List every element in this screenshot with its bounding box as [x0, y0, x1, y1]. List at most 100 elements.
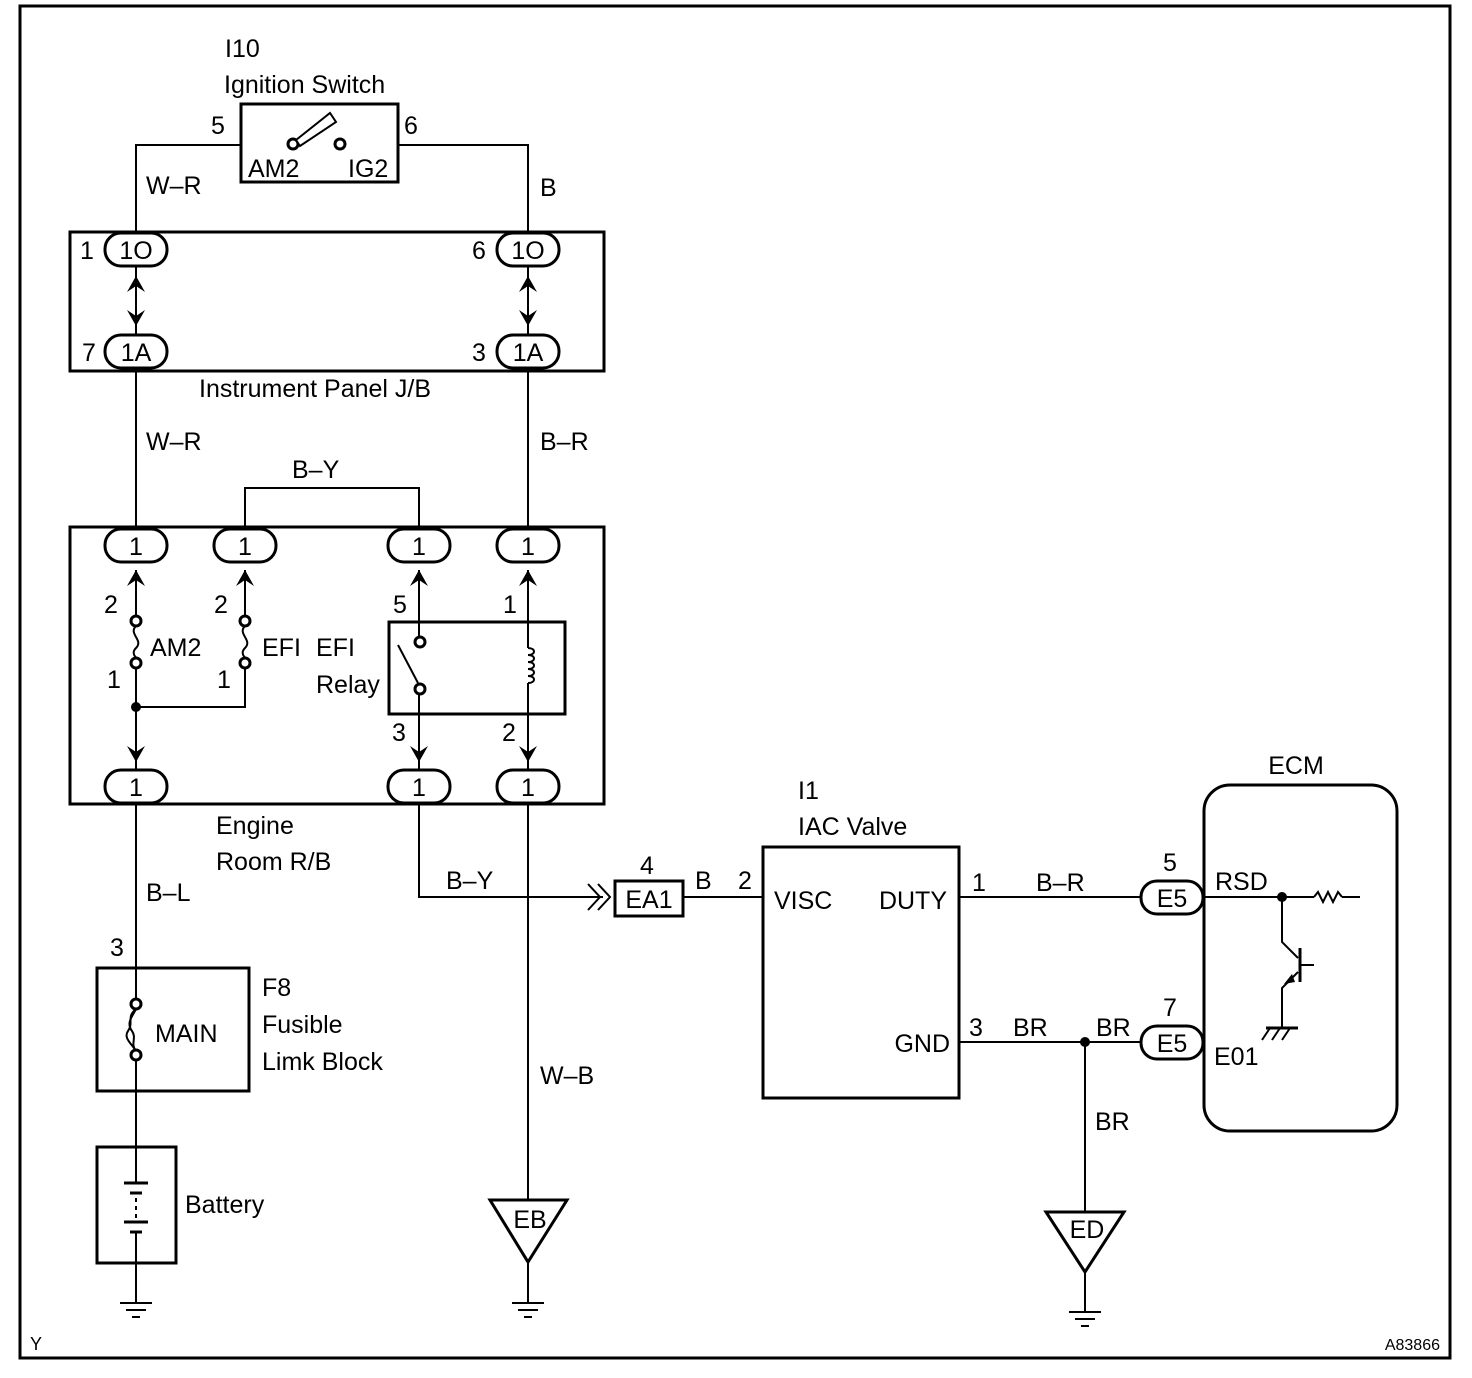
arrow-up-icon: [519, 276, 537, 292]
iac-term-visc: VISC: [774, 887, 832, 915]
ignition-switch-code: I10: [225, 35, 260, 63]
rb-connector-top-1: [103, 527, 169, 564]
connector-chevron-icon: [597, 883, 612, 911]
wire-label-ea1-to-iac: B: [695, 867, 712, 895]
fuse-terminal: [129, 656, 143, 670]
am2-pin-top: 2: [104, 591, 118, 619]
ground-point-eb-icon: [487, 1198, 570, 1265]
main-fusible-link-icon: [125, 1008, 137, 1052]
ignition-pin-5: 5: [211, 112, 225, 140]
ecm-connector-code: E5: [1157, 885, 1188, 913]
iac-pin-duty: 1: [972, 869, 986, 897]
iac-pin-gnd: 3: [969, 1014, 983, 1042]
arrow-up-icon: [127, 276, 145, 292]
ea1-label: EA1: [625, 886, 672, 914]
ground-eb-label: EB: [513, 1206, 546, 1234]
diagram-frame: [18, 4, 1452, 1360]
rb-connector-code: 1: [238, 533, 252, 561]
efi-pin-top: 2: [214, 591, 228, 619]
ground-ed-label: ED: [1070, 1216, 1105, 1244]
fuse-terminal: [238, 656, 252, 670]
jb-pin: 7: [82, 339, 96, 367]
wire-label-duty-to-ecm: B–R: [1036, 869, 1085, 897]
wire-sw-right: [398, 144, 529, 233]
fusible-link-name-1: Fusible: [262, 1011, 343, 1039]
jb-pin: 6: [472, 237, 486, 265]
efi-relay-label-1: EFI: [316, 634, 355, 662]
rb-connector-top-4: [495, 527, 561, 564]
main-fuse-label: MAIN: [155, 1020, 218, 1048]
ignition-switch-box: [239, 102, 400, 184]
ignition-pin-6: 6: [404, 112, 418, 140]
am2-pin-bottom: 1: [107, 666, 121, 694]
iac-valve-code: I1: [798, 777, 819, 805]
am2-fuse-label: AM2: [150, 634, 201, 662]
ground-point-ed-icon: [1043, 1210, 1127, 1275]
ecm-box: [1202, 783, 1399, 1133]
jb-pin: 3: [472, 339, 486, 367]
efi-fuse-label: EFI: [262, 634, 301, 662]
fusible-link-name-2: Limk Block: [262, 1048, 383, 1076]
battery-label: Battery: [185, 1191, 265, 1219]
resistor-icon: [1313, 889, 1343, 905]
relay-pin-1: 1: [503, 591, 517, 619]
engine-room-rb-label-1: Engine: [216, 812, 294, 840]
main-fusible-link-icon: [128, 1008, 137, 1052]
ignition-switch-contact-ig2: [333, 137, 347, 151]
fusible-link-code: F8: [262, 974, 291, 1002]
relay-pin-2: 2: [502, 719, 516, 747]
efi-relay-label-2: Relay: [316, 671, 380, 699]
relay-contact: [413, 682, 427, 696]
efi-relay-box: [387, 620, 567, 716]
iac-term-gnd: GND: [894, 1030, 950, 1058]
wire-label-to-ed: BR: [1095, 1108, 1130, 1136]
rb-connector-top-3: [386, 527, 452, 564]
junction-dot: [131, 702, 141, 712]
fusible-link-pin: 3: [110, 934, 124, 962]
ea1-connector: [613, 879, 685, 918]
footer-left: Y: [30, 1334, 42, 1354]
iac-term-duty: DUTY: [879, 887, 947, 915]
ecm-connector-code: E5: [1157, 1030, 1188, 1058]
relay-pin-5: 5: [393, 591, 407, 619]
fusible-terminal: [129, 997, 143, 1011]
jb-connector-code: 1O: [119, 237, 152, 265]
wire-label-jb-left: W–R: [146, 428, 202, 456]
chassis-ground-icon: [1261, 1027, 1271, 1041]
ecm-pin-5: 5: [1163, 849, 1177, 877]
rb-connector-code: 1: [412, 774, 426, 802]
jb-connector-code: 1A: [121, 339, 152, 367]
jb-connector-code: 1O: [511, 237, 544, 265]
rb-connector-code: 1: [129, 774, 143, 802]
instrument-panel-jb-label: Instrument Panel J/B: [199, 375, 431, 403]
rb-connector-top-2: [212, 527, 278, 564]
wire-label-rb-to-fuse: B–L: [146, 879, 191, 907]
ecm-connector-e5-bottom: [1139, 1024, 1205, 1061]
instrument-panel-jb-box: [68, 230, 606, 373]
fusible-terminal: [129, 1048, 143, 1062]
wire-rb-to-iac: [418, 803, 603, 898]
jb-pin: 1: [80, 237, 94, 265]
rb-connector-code: 1: [521, 533, 535, 561]
chassis-ground-icon: [1281, 1027, 1291, 1041]
relay-switch-arm: [397, 644, 419, 684]
ignition-term-am2: AM2: [248, 155, 299, 183]
relay-contact: [413, 635, 427, 649]
relay-pin-3: 3: [392, 719, 406, 747]
transistor-collector: [1281, 897, 1299, 959]
rb-wire: [136, 668, 246, 708]
wire-label-sw-right: B: [540, 174, 557, 202]
wire-label-rb-to-iac: B–Y: [446, 867, 494, 895]
wire-label-jb-right: B–R: [540, 428, 589, 456]
wire-label-ground-eb: W–B: [540, 1062, 594, 1090]
wire-sw-left: [135, 144, 241, 233]
ecm-term-e01: E01: [1214, 1043, 1258, 1071]
ecm-label: ECM: [1268, 752, 1324, 780]
wire-label-jumper: B–Y: [292, 456, 340, 484]
rb-connector-code: 1: [129, 533, 143, 561]
wire-label-sw-left: W–R: [146, 172, 202, 200]
engine-room-rb-box: [68, 525, 606, 806]
ecm-pin-7: 7: [1163, 994, 1177, 1022]
arrow-down-icon: [519, 310, 537, 326]
